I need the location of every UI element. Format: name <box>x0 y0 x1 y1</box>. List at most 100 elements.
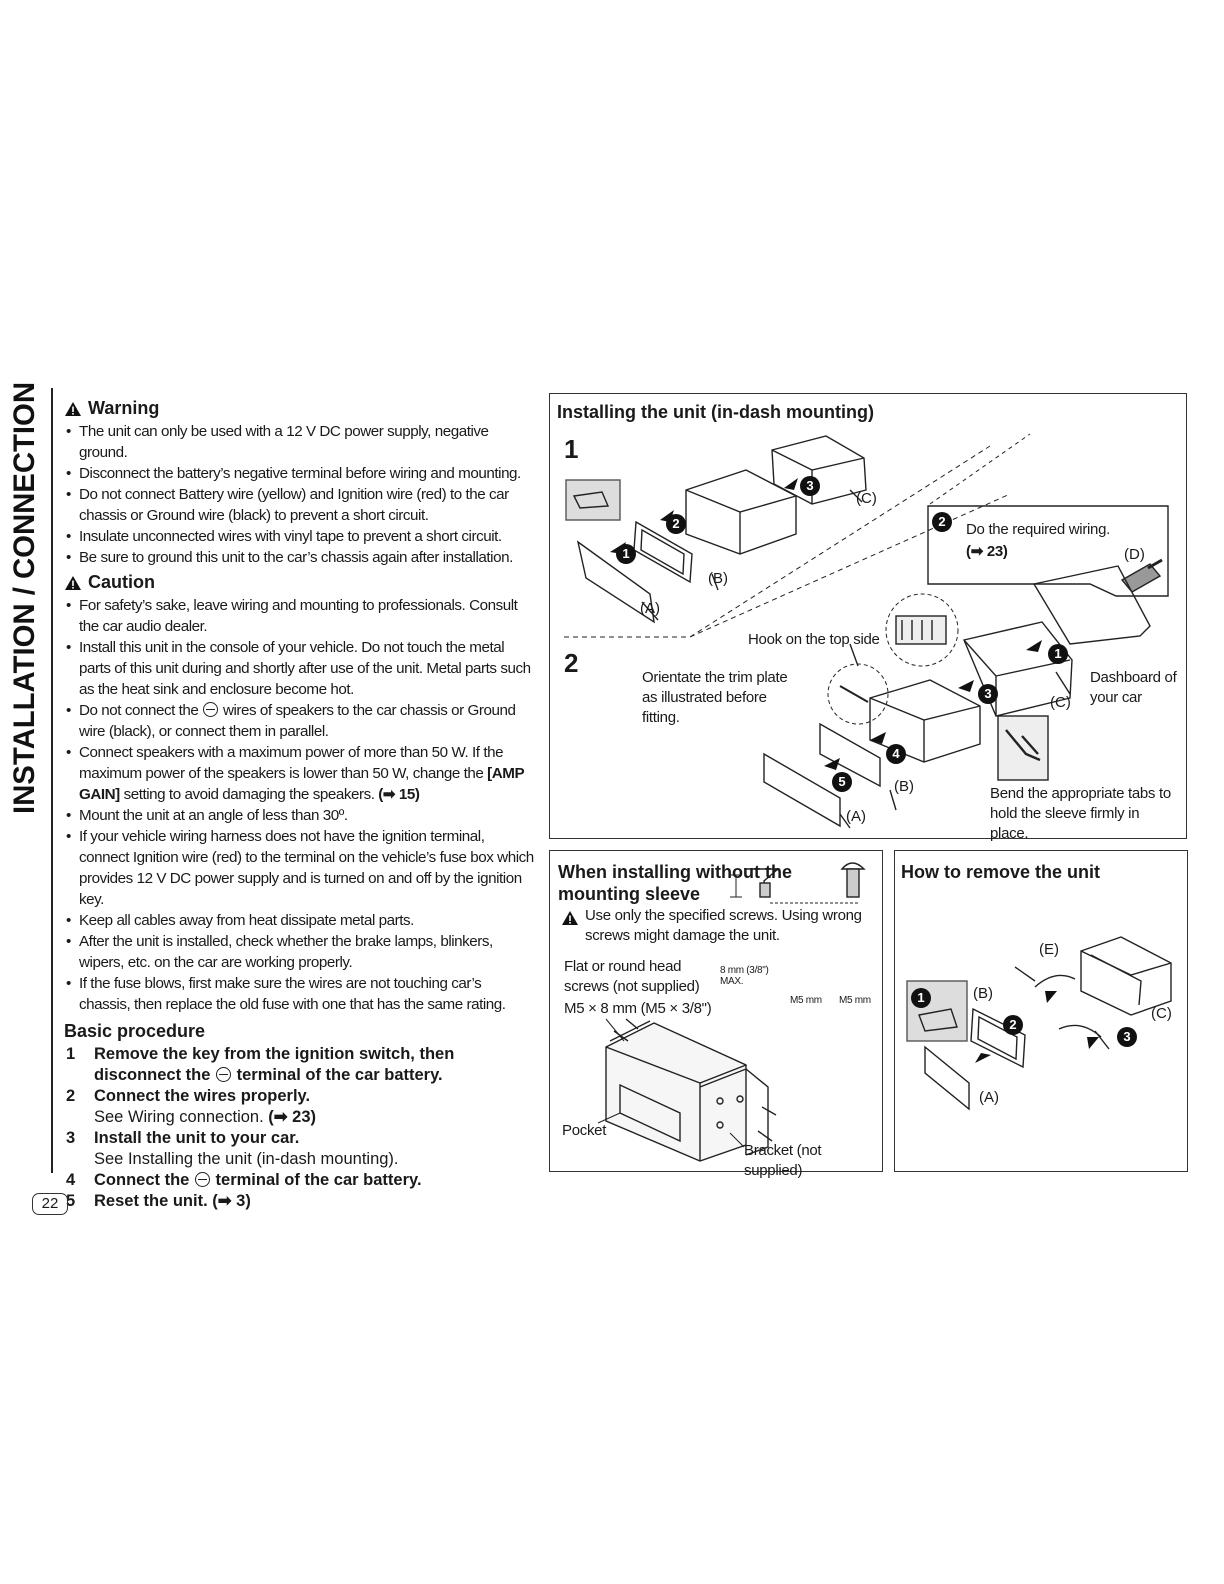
step-text: terminal of the car battery. <box>215 1171 422 1189</box>
warning-item: Insulate unconnected wires with vinyl ta… <box>64 526 534 547</box>
step-circle: 5 <box>832 772 852 792</box>
procedure-step: 4 Connect the terminal of the car battery… <box>64 1170 534 1191</box>
step-circle: 1 <box>911 988 931 1008</box>
step-text: Connect the <box>94 1171 190 1189</box>
caution-text: wires of speakers to the car chassis or … <box>79 702 516 740</box>
step-number: 3 <box>66 1129 76 1147</box>
warning-heading: Warning <box>64 398 534 419</box>
side-title-text: INSTALLATION / CONNECTION <box>8 382 41 814</box>
caution-title: Caution <box>88 572 155 592</box>
step-circle: 1 <box>616 544 636 564</box>
caution-icon <box>562 911 578 925</box>
caution-item: Do not connect the wires of speakers to … <box>64 700 534 742</box>
screw-diameter: M5 mm <box>790 995 822 1006</box>
no-sleeve-diagram <box>597 862 866 1162</box>
part-label-b: (B) <box>973 985 993 1002</box>
caution-item: If your vehicle wiring harness does not … <box>64 826 534 910</box>
screw-max-length: 8 mm (3/8") MAX. <box>720 965 769 987</box>
page-reference: (➡ 23) <box>268 1108 317 1126</box>
screw-diameter: M5 mm <box>839 995 871 1006</box>
dashboard-note: Dashboard of your car <box>1090 669 1177 706</box>
install-panel: Installing the unit (in-dash mounting) 1… <box>549 393 1187 842</box>
page-reference: (➡ 15) <box>378 786 420 803</box>
step-text: Install the unit to your car. <box>94 1129 300 1147</box>
warning-title: Warning <box>88 398 160 418</box>
step-text: Connect the wires properly. <box>94 1087 311 1105</box>
part-label-c: (C) <box>856 490 877 507</box>
wiring-instruction: Do the required wiring. <box>966 521 1111 538</box>
step-number: 4 <box>66 1171 76 1189</box>
procedure-step: 2 Connect the wires properly. See Wiring c… <box>64 1086 534 1128</box>
side-divider <box>51 388 53 1173</box>
part-label-c: (C) <box>1050 694 1071 711</box>
step-circle: 3 <box>1117 1027 1137 1047</box>
bracket-label: Bracket (not supplied) <box>744 1142 822 1179</box>
amp-gain-key: [AMP GAIN] <box>79 765 524 803</box>
caution-text: Connect speakers with a maximum power of… <box>79 744 504 782</box>
caution-list: For safety’s sake, leave wiring and moun… <box>64 595 534 1015</box>
procedure-step: 1 Remove the key from the ignition switch… <box>64 1044 534 1086</box>
step-text: Reset the unit. <box>94 1192 208 1210</box>
warning-item: Disconnect the battery’s negative termin… <box>64 463 534 484</box>
install-step-number: 1 <box>564 434 579 464</box>
remove-title: How to remove the unit <box>901 862 1101 882</box>
step-text: terminal of the car battery. <box>236 1066 443 1084</box>
step-circle: 2 <box>932 512 952 532</box>
caution-heading: Caution <box>64 572 534 593</box>
remove-panel: How to remove the unit 1 (B) 2 (E) (C) 3… <box>894 850 1188 1172</box>
bend-tabs-note: Bend the appropriate tabs to hold the sl… <box>990 785 1171 842</box>
pocket-label: Pocket <box>562 1122 607 1139</box>
step-number: 1 <box>66 1045 76 1063</box>
hook-note: Hook on the top side <box>748 631 880 648</box>
caution-item: After the unit is installed, check wheth… <box>64 931 534 973</box>
orientate-note: Orientate the trim plate as illustrated … <box>642 669 788 726</box>
step-subtext: See Wiring connection. <box>94 1108 264 1126</box>
caution-item: Mount the unit at an angle of less than … <box>64 805 534 826</box>
screws-note: Flat or round head screws (not supplied) <box>564 958 700 995</box>
caution-icon <box>65 575 81 590</box>
page-reference: (➡ 23) <box>966 543 1008 560</box>
caution-item: Install this unit in the console of your… <box>64 637 534 700</box>
step-circle: 2 <box>666 514 686 534</box>
warning-list: The unit can only be used with a 12 V DC… <box>64 421 534 568</box>
step-circle: 3 <box>800 476 820 496</box>
minus-terminal-icon <box>216 1067 232 1082</box>
step-circle: 2 <box>1003 1015 1023 1035</box>
part-label-b: (B) <box>894 778 914 795</box>
caution-item: If the fuse blows, first make sure the w… <box>64 973 534 1015</box>
install-step-number: 2 <box>564 648 579 678</box>
section-side-title: INSTALLATION / CONNECTION <box>6 380 42 820</box>
basic-procedure-title: Basic procedure <box>64 1021 206 1041</box>
page-reference: (➡ 3) <box>212 1192 251 1210</box>
procedure-step: 5 Reset the unit. (➡ 3) <box>64 1191 534 1212</box>
step-number: 5 <box>66 1192 76 1210</box>
part-label-a: (A) <box>979 1089 999 1106</box>
caution-item: Connect speakers with a maximum power of… <box>64 742 534 805</box>
step-circle: 4 <box>886 744 906 764</box>
part-label-c: (C) <box>1151 1005 1172 1022</box>
left-column: Warning The unit can only be used with a… <box>64 396 534 1212</box>
warning-item: Be sure to ground this unit to the car’s… <box>64 547 534 568</box>
install-diagram <box>564 433 1169 829</box>
screws-size: M5 × 8 mm (M5 × 3/8") <box>564 1000 712 1017</box>
basic-procedure: Basic procedure 1 Remove the key from the… <box>64 1021 534 1212</box>
install-title: Installing the unit (in-dash mounting) <box>557 402 874 422</box>
part-label-b: (B) <box>708 570 728 587</box>
minus-terminal-icon <box>203 702 219 717</box>
screw-caution: Use only the specified screws. Using wro… <box>585 907 862 944</box>
part-label-d: (D) <box>1124 546 1145 563</box>
caution-item: Keep all cables away from heat dissipate… <box>64 910 534 931</box>
warning-item: The unit can only be used with a 12 V DC… <box>64 421 534 463</box>
no-sleeve-title: When installing without the mounting sle… <box>558 862 792 904</box>
warning-icon <box>65 401 81 416</box>
step-circle: 1 <box>1048 644 1068 664</box>
step-number: 2 <box>66 1087 76 1105</box>
minus-terminal-icon <box>194 1172 210 1187</box>
remove-diagram <box>906 936 1172 1111</box>
no-sleeve-panel: When installing without the mounting sle… <box>549 850 883 1179</box>
warning-item: Do not connect Battery wire (yellow) and… <box>64 484 534 526</box>
caution-text: setting to avoid damaging the speakers. <box>123 786 375 803</box>
step-text: Remove the key from the ignition switch,… <box>94 1045 455 1084</box>
procedure-steps: 1 Remove the key from the ignition switch… <box>64 1044 534 1212</box>
